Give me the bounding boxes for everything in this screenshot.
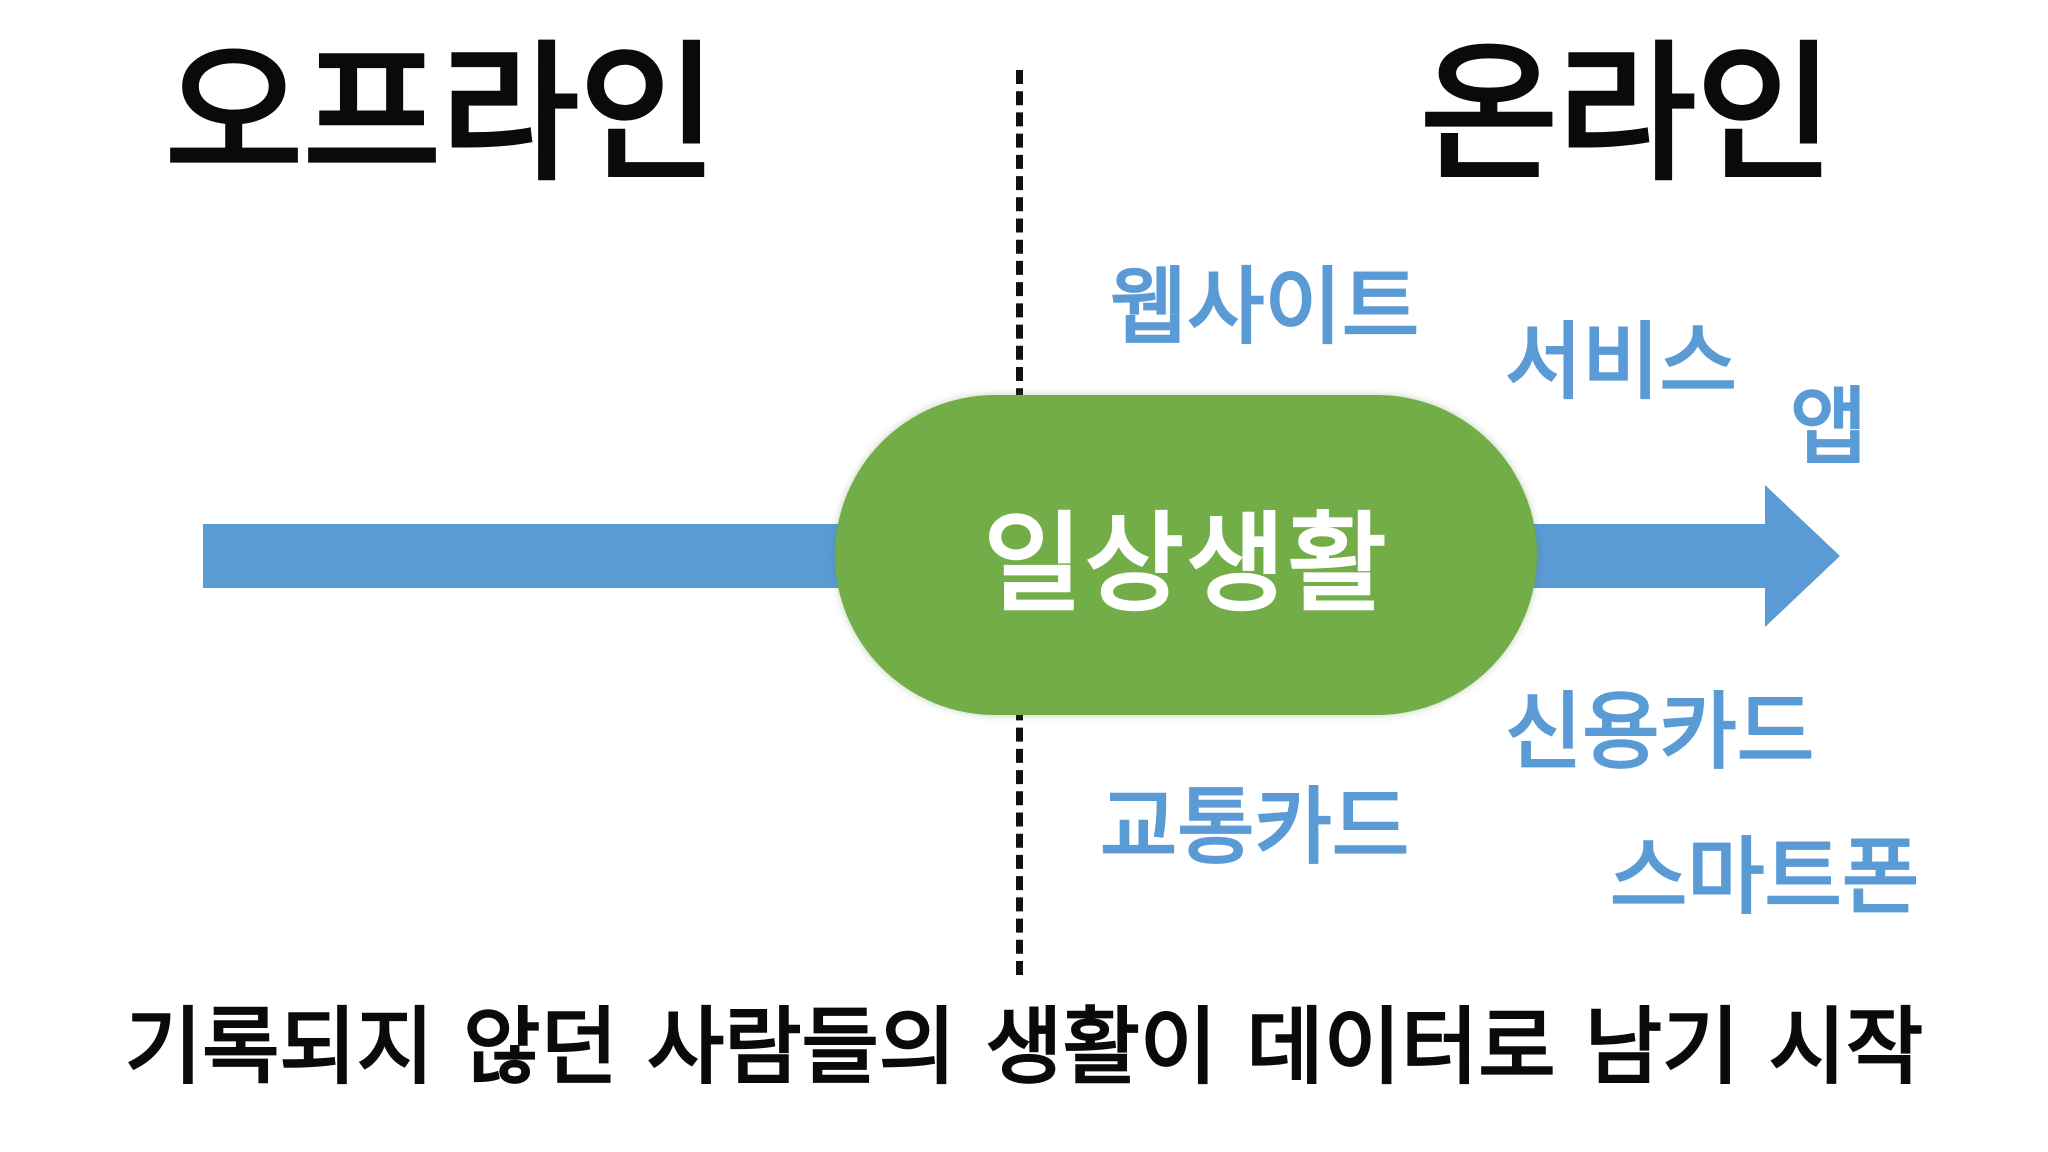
website-label: 웹사이트 [1110,258,1420,356]
transit-card-label: 교통카드 [1100,778,1410,876]
arrow-head [1765,485,1840,627]
service-label: 서비스 [1505,313,1737,411]
app-label: 앱 [1790,378,1868,476]
bottom-caption: 기록되지 않던 사람들의 생활이 데이터로 남기 시작 [124,998,1924,1096]
credit-card-label: 신용카드 [1505,683,1815,781]
online-heading: 온라인 [1420,28,1835,202]
smartphone-label: 스마트폰 [1610,828,1920,926]
daily-life-pill: 일상생활 [835,395,1537,715]
daily-life-label: 일상생활 [983,502,1389,627]
offline-heading: 오프라인 [165,28,718,202]
